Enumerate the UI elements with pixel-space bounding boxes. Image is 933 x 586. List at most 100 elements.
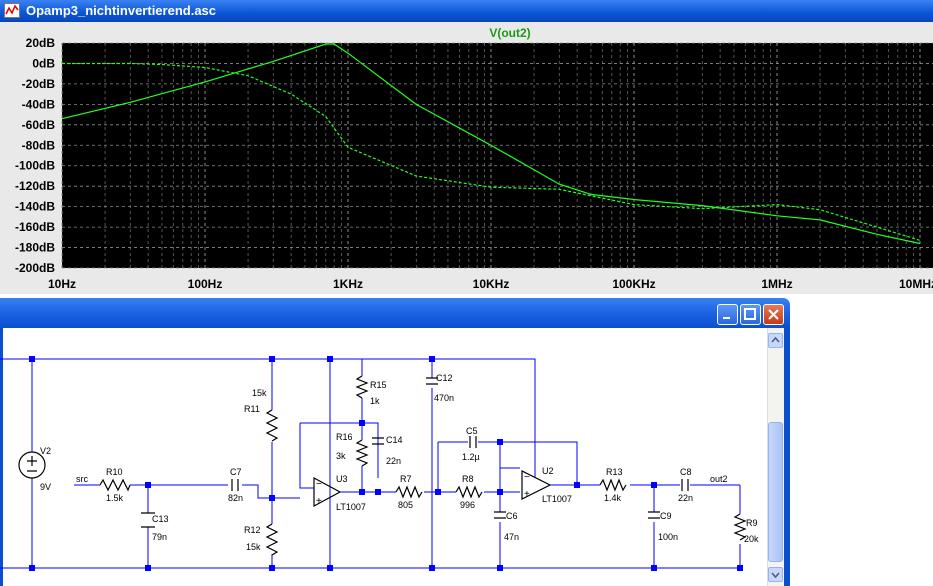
trace-label[interactable]: V(out2) <box>489 26 530 40</box>
label-v2: V2 <box>40 446 51 456</box>
label-r11-value: 15k <box>252 388 267 398</box>
y-tick-label: -60dB <box>22 118 56 132</box>
label-c13: C13 <box>152 514 169 524</box>
capacitor-c9-icon[interactable] <box>648 511 660 519</box>
plot-window-titlebar[interactable] <box>0 0 933 22</box>
x-tick-label: 10MHz <box>899 277 933 291</box>
waveform-app-icon <box>4 3 20 18</box>
x-tick-label: 10Hz <box>48 277 76 291</box>
resistor-r12-icon[interactable] <box>265 523 279 556</box>
wires <box>0 358 741 569</box>
resistor-r15-icon[interactable] <box>355 375 369 399</box>
opamp-u2-icon[interactable] <box>521 470 552 500</box>
plot-traces <box>61 43 921 245</box>
resistor-r8-icon[interactable] <box>455 485 483 499</box>
schematic-window-titlebar[interactable] <box>0 298 790 328</box>
svg-text:+: + <box>316 496 322 507</box>
label-c5-value: 1.2µ <box>462 452 480 462</box>
label-r12: R12 <box>244 525 261 535</box>
x-tick-label: 10KHz <box>473 277 510 291</box>
label-r15: R15 <box>370 380 387 390</box>
capacitor-c5-icon[interactable] <box>469 436 477 448</box>
label-c5: C5 <box>466 426 478 436</box>
circuit-schematic[interactable]: −+ −+ V2 9V src R10 1.5k C13 79n C7 82n … <box>0 328 767 586</box>
trace-phase-dashed <box>62 62 921 241</box>
label-r16-value: 3k <box>336 451 346 461</box>
resistor-r13-icon[interactable] <box>599 478 627 492</box>
y-tick-label: -80dB <box>22 138 56 152</box>
y-tick-label: 0dB <box>32 56 55 70</box>
label-c14-value: 22n <box>386 456 401 466</box>
label-r12-value: 15k <box>246 542 261 552</box>
label-v2-value: 9V <box>40 482 51 492</box>
maximize-button[interactable] <box>740 304 761 325</box>
resistor-r9-icon[interactable] <box>733 513 747 541</box>
label-c9: C9 <box>660 511 672 521</box>
capacitor-c14-icon[interactable] <box>372 437 384 445</box>
label-r15-value: 1k <box>370 396 380 406</box>
net-label-out2: out2 <box>710 474 728 484</box>
x-axis-ticks: 10Hz 100Hz 1KHz 10KHz 100KHz 1MHz 10MHz <box>48 277 933 291</box>
window-frame-left <box>0 328 3 586</box>
label-r9: R9 <box>746 518 758 528</box>
capacitor-c12-icon[interactable] <box>426 377 438 385</box>
label-c7: C7 <box>230 467 242 477</box>
label-c7-value: 82n <box>228 493 243 503</box>
y-tick-label: -160dB <box>15 220 55 234</box>
label-u3: U3 <box>336 474 348 484</box>
label-u2: U2 <box>542 466 554 476</box>
minimize-button[interactable] <box>717 304 738 325</box>
label-c12: C12 <box>436 373 453 383</box>
resistor-r16-icon[interactable] <box>355 439 369 467</box>
label-r11: R11 <box>244 404 260 414</box>
y-tick-label: -40dB <box>22 97 56 111</box>
label-c6-value: 47n <box>504 532 519 542</box>
plot-grid <box>61 42 933 269</box>
trace-magnitude <box>61 43 921 245</box>
y-tick-label: 20dB <box>26 36 56 50</box>
label-r16: R16 <box>336 432 353 442</box>
label-u2-model: LT1007 <box>542 494 572 504</box>
resistor-r7-icon[interactable] <box>395 485 423 499</box>
label-r10: R10 <box>106 467 123 477</box>
y-axis-ticks: 20dB0dB-20dB-40dB-60dB-80dB-100dB-120dB-… <box>15 36 55 275</box>
x-tick-label: 1KHz <box>333 277 363 291</box>
opamp-u3-icon[interactable] <box>313 476 342 508</box>
label-c9-value: 100n <box>658 532 678 542</box>
label-c13-value: 79n <box>152 532 167 542</box>
opamp-pin-signs: −+ −+ <box>316 472 530 507</box>
svg-text:−: − <box>316 479 322 490</box>
label-r7-value: 805 <box>398 500 413 510</box>
y-tick-label: -140dB <box>15 200 55 214</box>
scroll-up-arrow[interactable] <box>768 333 783 348</box>
window-frame-right <box>784 328 790 586</box>
x-tick-label: 100KHz <box>612 277 655 291</box>
x-tick-label: 1MHz <box>761 277 792 291</box>
label-r8: R8 <box>462 474 474 484</box>
y-tick-label: -200dB <box>15 261 55 275</box>
scroll-down-arrow[interactable] <box>768 567 783 582</box>
schematic-canvas[interactable] <box>0 328 767 586</box>
resistor-r11-icon[interactable] <box>265 409 279 442</box>
y-tick-label: -180dB <box>15 241 55 255</box>
y-tick-label: -20dB <box>22 77 56 91</box>
y-tick-label: -120dB <box>15 179 55 193</box>
capacitor-c13-icon[interactable] <box>141 512 155 528</box>
x-tick-label: 100Hz <box>188 277 223 291</box>
label-c6: C6 <box>506 511 518 521</box>
label-r13-value: 1.4k <box>604 493 622 503</box>
components <box>18 375 747 556</box>
resistor-r10-icon[interactable] <box>99 478 131 492</box>
voltage-source-v2-icon[interactable] <box>18 451 46 479</box>
capacitor-c6-icon[interactable] <box>494 511 506 519</box>
label-c8-value: 22n <box>678 493 693 503</box>
label-r7: R7 <box>400 474 412 484</box>
capacitor-c8-icon[interactable] <box>681 479 689 491</box>
label-r9-value: 20k <box>744 534 759 544</box>
bode-plot[interactable]: 20dB0dB-20dB-40dB-60dB-80dB-100dB-120dB-… <box>0 22 933 294</box>
plot-window-title: Opamp3_nichtinvertierend.asc <box>26 3 217 18</box>
close-button[interactable] <box>763 304 784 325</box>
label-u3-model: LT1007 <box>336 502 366 512</box>
scrollbar-thumb[interactable] <box>768 422 783 562</box>
capacitor-c7-icon[interactable] <box>231 479 239 491</box>
